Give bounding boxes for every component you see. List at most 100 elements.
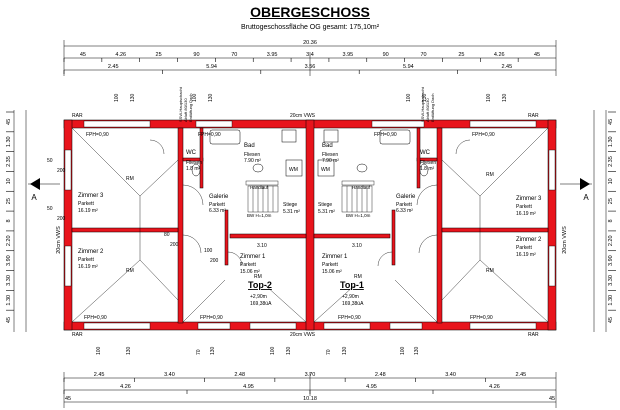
- opening-bottom: 100: [270, 346, 276, 355]
- room-name: Zimmer 3: [516, 196, 542, 202]
- room-floor: Parkett: [396, 202, 412, 208]
- dim-top-row1: 4.26: [494, 52, 505, 58]
- dim-right: 45: [608, 119, 614, 125]
- room-area: 7.90 m²: [322, 158, 339, 164]
- fph-label: FPH=0,90: [198, 132, 221, 138]
- room-labels: Zimmer 3 Parkett 16.19 m² Zimmer 2 Parke…: [78, 143, 542, 307]
- dim-right: 1.30: [608, 295, 614, 306]
- dim-left: 45: [6, 119, 12, 125]
- vws-left: 20cm VWS: [56, 226, 62, 254]
- dim-left: 3.30: [6, 275, 12, 286]
- opening-bottom: 100: [96, 346, 102, 355]
- dim-left: 8: [6, 219, 12, 222]
- window-top: [83, 120, 151, 128]
- dim-bottom-row1: 2.45: [94, 372, 105, 378]
- dim-bottom-small: 45: [549, 396, 555, 402]
- room-name: Galerie: [209, 194, 229, 200]
- toilet-left-icon: [191, 163, 201, 177]
- room-floor: Parkett: [78, 201, 94, 207]
- dim-right: 2.35: [608, 156, 614, 167]
- opening-top: 100: [486, 93, 492, 102]
- height-note: +2,90m: [342, 294, 359, 300]
- dim-top-row1: 3.4: [306, 52, 314, 58]
- dim-left: 3.90: [6, 255, 12, 266]
- rm-label: RM: [254, 274, 262, 280]
- vws-bottom: 20cm VWS: [290, 332, 316, 338]
- rar-label: RAR: [528, 113, 539, 119]
- dim-bottom-small: 45: [65, 396, 71, 402]
- fph-label: FPH=0,90: [86, 132, 109, 138]
- opening-side: 200: [57, 168, 66, 174]
- room-name: WC: [186, 150, 197, 156]
- dim-bottom-row1: 3.40: [445, 372, 456, 378]
- room-floor: Parkett: [78, 257, 94, 263]
- dim-left: 25: [6, 198, 12, 204]
- section-markers: [28, 178, 592, 190]
- ssw-note: Entlüftung Dach: [188, 94, 193, 122]
- railing-label: BW H=1,0m: [247, 213, 272, 218]
- dim-left: 45: [6, 317, 12, 323]
- window-bottom: [197, 322, 231, 330]
- dim-top-row1: 90: [383, 52, 389, 58]
- room-floor: Fliesen: [420, 160, 436, 166]
- room-name: Zimmer 3: [78, 193, 104, 199]
- room-name: Stiege: [283, 202, 297, 208]
- dim-right: 2.20: [608, 235, 614, 246]
- ssw-note: Abluft 80/130: [425, 98, 430, 122]
- dim-top-row2: 2.45: [108, 64, 119, 70]
- rm-label: RM: [486, 172, 494, 178]
- section-mark-left: A: [31, 193, 37, 202]
- level-note: 169,38üA: [250, 301, 272, 307]
- rar-label: RAR: [528, 332, 539, 338]
- vws-right: 20cm VWS: [562, 226, 568, 254]
- room-floor: Parkett: [240, 262, 256, 268]
- room-name: Zimmer 1: [322, 254, 348, 260]
- shower-right-icon: [323, 129, 339, 143]
- opening-top: 130: [130, 93, 136, 102]
- unit-top1: Top-1: [340, 280, 364, 290]
- opening-bottom: 130: [414, 346, 420, 355]
- window-bottom: [323, 322, 371, 330]
- dim-left: 2.35: [6, 156, 12, 167]
- dim-left: 10: [6, 178, 12, 184]
- dim-bottom-row1: 2.48: [375, 372, 386, 378]
- stair-width: 3.10: [352, 243, 362, 249]
- dim-top-total: 20.36: [303, 40, 317, 46]
- opening-top: 100: [192, 93, 198, 102]
- bathtub-left-icon: [209, 129, 241, 145]
- window-top: [195, 120, 233, 128]
- opening-bottom: 130: [286, 346, 292, 355]
- rar-label: RAR: [72, 332, 83, 338]
- fph-label: FPH=0,90: [472, 132, 495, 138]
- unit-top2: Top-2: [248, 280, 272, 290]
- rar-label: RAR: [72, 113, 83, 119]
- room-name: Zimmer 2: [516, 237, 542, 243]
- dimension-ticks: [6, 58, 616, 394]
- room-name: Bad: [244, 143, 255, 149]
- dim-bottom-row1: 3.40: [164, 372, 175, 378]
- window-bottom: [249, 322, 297, 330]
- room-floor: Parkett: [322, 262, 338, 268]
- opening-bottom: 130: [342, 346, 348, 355]
- window-left: [64, 149, 72, 191]
- opening-side: 200: [57, 216, 66, 222]
- room-floor: Fliesen: [322, 152, 338, 158]
- opening-side: 200: [170, 242, 179, 248]
- dim-top-row1: 70: [420, 52, 426, 58]
- fph-label: FPH=0,90: [338, 315, 361, 321]
- ssw-note: Abluft 80/130: [183, 98, 188, 122]
- opening-top: 130: [422, 93, 428, 102]
- room-area: 7.90 m²: [244, 158, 261, 164]
- ssw-note: SSW-Hauptschacht: [420, 86, 425, 122]
- plan-title: OBERGESCHOSS: [250, 4, 370, 20]
- room-area: 16.19 m²: [78, 264, 98, 270]
- room-area: 16.19 m²: [516, 211, 536, 217]
- dim-left: 1.30: [6, 295, 12, 306]
- opening-side: 200: [210, 258, 219, 264]
- handlauf-label: Handlauf: [352, 185, 371, 190]
- dim-bottom-row2: 4.26: [489, 384, 500, 390]
- dim-right: 10: [608, 178, 614, 184]
- dim-top-row2: 2.45: [501, 64, 512, 70]
